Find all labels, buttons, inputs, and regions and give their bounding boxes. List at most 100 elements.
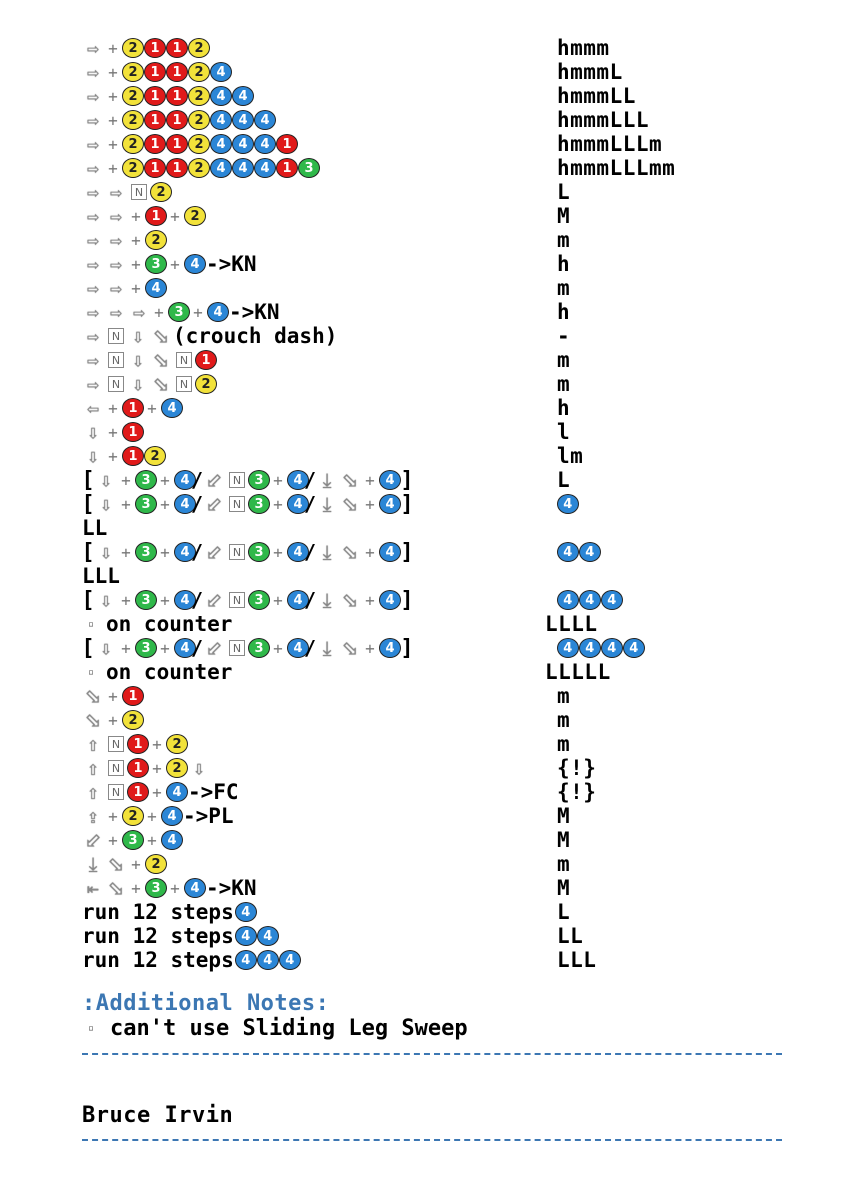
hit-levels: hmmm	[557, 36, 610, 60]
direction-arrow-icon: ⇨	[86, 252, 100, 276]
hit-levels: LLLLL	[545, 660, 611, 684]
direction-arrow-icon: ⇪	[86, 804, 100, 828]
direction-arrow-icon: ⇨	[109, 300, 123, 324]
direction-arrow-icon: ⇨	[109, 180, 123, 204]
direction-arrow-icon: ⇨	[86, 348, 100, 372]
plus-icon: +	[108, 158, 118, 178]
button-1-icon: 1	[144, 62, 166, 82]
neutral-icon: N	[229, 496, 245, 512]
button-2-icon: 2	[122, 710, 144, 730]
direction-arrow-icon: ⇩	[99, 468, 113, 492]
button-4-icon: 4	[174, 470, 196, 490]
button-2-icon: 2	[122, 38, 144, 58]
move-row-wrap: LLL	[82, 564, 802, 588]
button-1-icon: 1	[122, 422, 144, 442]
bracket: [	[81, 539, 95, 565]
hit-levels: M	[557, 876, 571, 900]
button-1-icon: 1	[276, 134, 298, 154]
wrap-text: ▫on counter	[82, 660, 232, 684]
button-2-icon: 2	[184, 206, 206, 226]
move-input: ⇤⬂+3+4->KN	[82, 876, 258, 900]
move-input: ⇩+1	[82, 420, 144, 444]
button-4-icon: 4	[254, 158, 276, 178]
neutral-icon: N	[131, 184, 147, 200]
move-row: ⬃+3+4 M	[82, 828, 802, 852]
button-2-icon: 2	[122, 806, 144, 826]
plus-icon: +	[131, 254, 141, 274]
direction-arrow-icon: ⇨	[86, 84, 100, 108]
neutral-icon: N	[108, 352, 124, 368]
plus-icon: +	[365, 542, 375, 562]
direction-arrow-icon: ⬂	[341, 468, 359, 492]
button-4-icon: 4	[287, 494, 309, 514]
neutral-icon: N	[108, 328, 124, 344]
hit-levels: M	[557, 828, 571, 852]
plus-icon: +	[121, 590, 131, 610]
bracket: [	[81, 491, 95, 517]
direction-arrow-icon: ⬂	[152, 324, 170, 348]
notes-item: ▫ can't use Sliding Leg Sweep	[88, 1016, 468, 1041]
button-4-icon: 4	[174, 494, 196, 514]
button-4-icon: 4	[254, 110, 276, 130]
direction-arrow-icon: ⬂	[341, 588, 359, 612]
hit-levels: m	[557, 348, 571, 372]
condition-text: on counter	[106, 612, 233, 636]
plus-icon: +	[108, 686, 118, 706]
move-input: ⇨⇨+4	[82, 276, 167, 300]
move-row-wrap: LLLLL ▫on counter	[82, 660, 802, 684]
bullet-icon: ▫	[88, 618, 95, 630]
bracket: ]	[400, 467, 414, 493]
direction-arrow-icon: ⇧	[86, 780, 100, 804]
button-2-icon: 2	[122, 158, 144, 178]
button-4-icon: 4	[184, 254, 206, 274]
button-1-icon: 1	[166, 62, 188, 82]
button-2-icon: 2	[188, 62, 210, 82]
button-4-icon: 4	[210, 134, 232, 154]
button-1-icon: 1	[145, 206, 167, 226]
button-1-icon: 1	[195, 350, 217, 370]
direction-arrow-icon: ⇧	[86, 732, 100, 756]
hit-levels: M	[557, 804, 571, 828]
button-4-icon: 4	[287, 542, 309, 562]
direction-arrow-icon: ⇤	[86, 876, 100, 900]
hit-levels: LLLL	[545, 612, 598, 636]
button-2-icon: 2	[188, 134, 210, 154]
hit-levels: m	[557, 708, 571, 732]
button-3-icon: 3	[135, 494, 157, 514]
plus-icon: +	[273, 590, 283, 610]
hit-levels: LLL	[557, 948, 597, 972]
direction-arrow-icon: ⤓	[322, 492, 332, 516]
plus-icon: +	[160, 590, 170, 610]
button-4-icon: 4	[145, 278, 167, 298]
plus-icon: +	[131, 854, 141, 874]
separator-slash: /	[303, 492, 317, 516]
wrap-text: ▫ on counter	[82, 612, 232, 636]
button-1-icon: 1	[166, 158, 188, 178]
direction-arrow-icon: ⬃	[205, 468, 223, 492]
plus-icon: +	[152, 782, 162, 802]
direction-arrow-icon: ⇦	[86, 396, 100, 420]
button-4-icon: 4	[379, 494, 401, 514]
button-4-icon: 4	[254, 134, 276, 154]
move-input: ⬃+3+4	[82, 828, 183, 852]
direction-arrow-icon: ⬂	[107, 876, 125, 900]
neutral-icon: N	[108, 376, 124, 392]
direction-arrow-icon: ⇩	[192, 756, 206, 780]
bracket: ]	[400, 539, 414, 565]
bullet-icon: ▫	[88, 666, 95, 678]
